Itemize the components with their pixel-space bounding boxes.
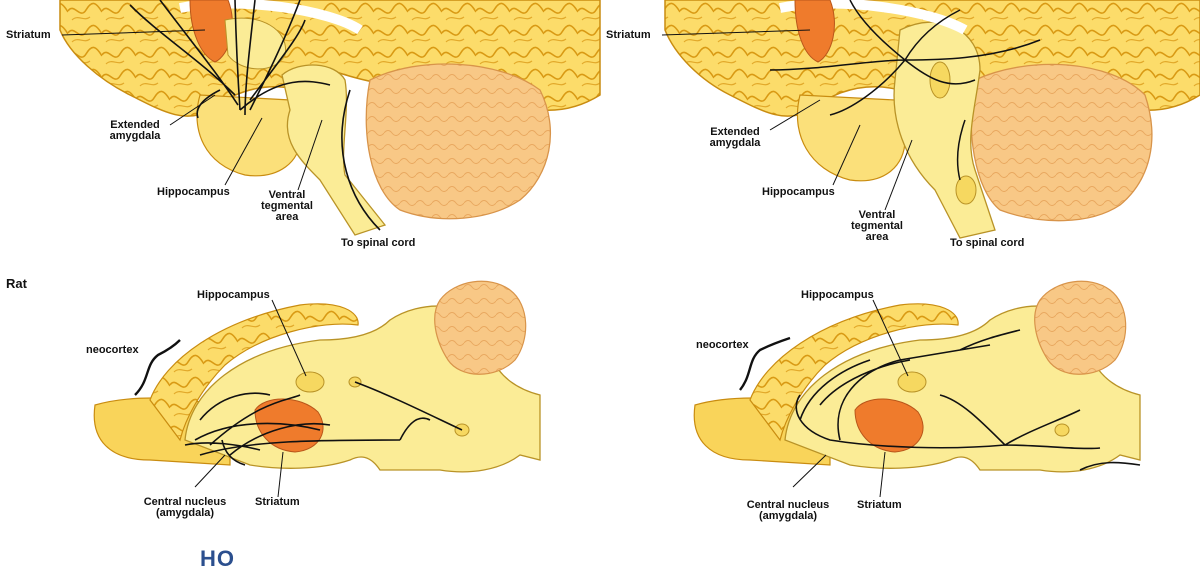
human-brain-right xyxy=(664,0,1200,239)
rat-pathways-left xyxy=(184,381,463,466)
cerebellum-right xyxy=(970,63,1153,222)
label-spinal-human-left: To spinal cord xyxy=(341,237,416,249)
neocortex-brace-right xyxy=(739,336,791,391)
label-text-line: (amygdala) xyxy=(155,507,215,519)
label-text-line: Extended xyxy=(710,126,760,138)
label-hippocampus-human-left: Hippocampus xyxy=(157,186,230,198)
label-text-line: area xyxy=(865,231,889,243)
human-brain-left xyxy=(59,0,601,236)
label-text-line: Central nucleus xyxy=(746,499,830,511)
label-vta-human-right: Ventral tegmental area xyxy=(842,210,912,243)
label-striatum-rat-left: Striatum xyxy=(255,496,300,508)
striatum-left xyxy=(189,0,233,63)
label-striatum-human-left: Striatum xyxy=(6,29,51,41)
rat-hippo-right xyxy=(897,371,927,393)
label-central-nucleus-rat-left: Central nucleus (amygdala) xyxy=(130,497,240,519)
label-neocortex-rat-left: neocortex xyxy=(86,344,139,356)
label-central-nucleus-rat-right: Central nucleus (amygdala) xyxy=(733,500,843,522)
section-label-rat: Rat xyxy=(6,276,27,291)
leader-lines xyxy=(61,29,913,498)
label-text-line: tegmental xyxy=(261,200,313,212)
label-text-line: (amygdala) xyxy=(758,510,818,522)
label-text-line: Ventral xyxy=(268,189,306,201)
nucleus-right-1 xyxy=(929,61,951,99)
label-text-line: tegmental xyxy=(851,220,903,232)
label-text-line: amygdala xyxy=(109,130,161,142)
rat-pathways-right xyxy=(795,329,1141,471)
label-extended-amygdala-human-left: Extended amygdala xyxy=(90,120,180,142)
rat-hippo-left xyxy=(295,371,325,393)
label-text-line: amygdala xyxy=(709,137,761,149)
label-striatum-human-right: Striatum xyxy=(606,29,651,41)
limbic-left xyxy=(196,94,301,177)
label-striatum-rat-right: Striatum xyxy=(857,499,902,511)
rat-cerebellum-left xyxy=(434,280,527,375)
rat-brain-left xyxy=(93,280,541,473)
rat-node-right-1 xyxy=(1054,423,1070,437)
rat-cortex-right xyxy=(749,303,959,442)
rat-striatum-left xyxy=(254,398,324,453)
nucleus-right-2 xyxy=(955,175,977,205)
label-text-line: area xyxy=(275,211,299,223)
pathways-right xyxy=(769,0,1041,181)
rat-striatum-right xyxy=(854,398,924,453)
label-extended-amygdala-human-right: Extended amygdala xyxy=(690,127,780,149)
label-hippocampus-rat-right: Hippocampus xyxy=(801,289,874,301)
label-hippocampus-human-right: Hippocampus xyxy=(762,186,835,198)
label-text-line: Extended xyxy=(110,119,160,131)
rat-brain-right xyxy=(693,280,1141,473)
label-vta-human-left: Ventral tegmental area xyxy=(252,190,322,223)
chemical-formula-fragment: HO xyxy=(200,546,235,571)
label-neocortex-rat-right: neocortex xyxy=(696,339,749,351)
rat-cerebellum-right xyxy=(1034,280,1127,375)
rat-cortex-left xyxy=(149,303,359,442)
neocortex-brace-left xyxy=(134,339,181,396)
label-spinal-human-right: To spinal cord xyxy=(950,237,1025,249)
limbic-right xyxy=(796,94,906,182)
striatum-right xyxy=(794,0,835,63)
label-text-line: Central nucleus xyxy=(143,496,227,508)
label-hippocampus-rat-left: Hippocampus xyxy=(197,289,270,301)
thalamus-left xyxy=(224,17,286,70)
cerebellum-left xyxy=(365,63,552,220)
label-text-line: Ventral xyxy=(858,209,896,221)
